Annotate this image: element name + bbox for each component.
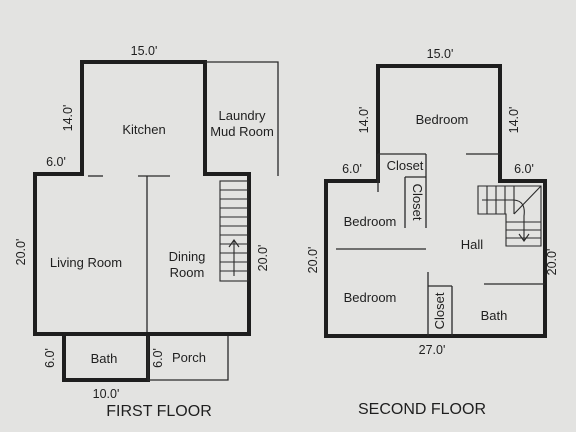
second-floor-top-dimension: 15.0': [427, 47, 454, 61]
second-floor-right-dimension: 20.0': [545, 249, 559, 276]
laundry-label: Laundry: [219, 108, 266, 123]
porch-label: Porch: [172, 350, 206, 365]
first-floor-bottom-dimension: 10.0': [93, 387, 120, 401]
upper-right-dimension: 14.0': [507, 107, 521, 134]
first-floor-step-dimension: 6.0': [46, 155, 66, 169]
upper-bedroom-label: Bedroom: [416, 112, 469, 127]
second-floor-plan: Bedroom Closet Closet Bedroom Hall Bedro…: [306, 47, 559, 418]
second-floor-left-dimension: 20.0': [306, 247, 320, 274]
porch-outline: [147, 336, 229, 381]
first-floor-left-dimension: 20.0': [14, 239, 28, 266]
second-floor-bottom-dimension: 27.0': [419, 343, 446, 357]
small-closet-label: Closet: [432, 292, 447, 329]
second-floor-bath-label: Bath: [481, 308, 508, 323]
second-floor-stairs: [477, 185, 542, 247]
step-right-dimension: 6.0': [514, 162, 534, 176]
lower-bedroom-label: Bedroom: [344, 290, 397, 305]
first-floor-stairs: [219, 180, 249, 282]
first-floor-title: FIRST FLOOR: [106, 403, 212, 420]
step-left-dimension: 6.0': [342, 162, 362, 176]
first-floor-exterior-wall: [33, 60, 251, 336]
living-room-label: Living Room: [50, 255, 122, 270]
hall-label: Hall: [461, 237, 484, 252]
mud-room-label: Mud Room: [210, 124, 274, 139]
dining-label: Dining: [169, 249, 206, 264]
closet-vertical-label: Closet: [410, 184, 425, 221]
first-floor-bath-label: Bath: [91, 351, 118, 366]
first-floor-right-dimension: 20.0': [256, 245, 270, 272]
kitchen-side-dimension: 14.0': [61, 105, 75, 132]
dining-room-label: Room: [170, 265, 205, 280]
second-floor-exterior-wall: [324, 64, 547, 338]
closet-horizontal-label: Closet: [387, 158, 424, 173]
kitchen-label: Kitchen: [122, 122, 165, 137]
middle-bedroom-label: Bedroom: [344, 214, 397, 229]
second-floor-title: SECOND FLOOR: [358, 401, 486, 418]
first-floor-plan: Kitchen Laundry Mud Room Living Room Din…: [14, 44, 279, 420]
laundry-room-outline: [205, 61, 279, 176]
porch-side-dimension: 6.0': [151, 348, 165, 368]
bath-side-dimension: 6.0': [43, 348, 57, 368]
upper-left-dimension: 14.0': [357, 107, 371, 134]
first-floor-top-dimension: 15.0': [131, 44, 158, 58]
